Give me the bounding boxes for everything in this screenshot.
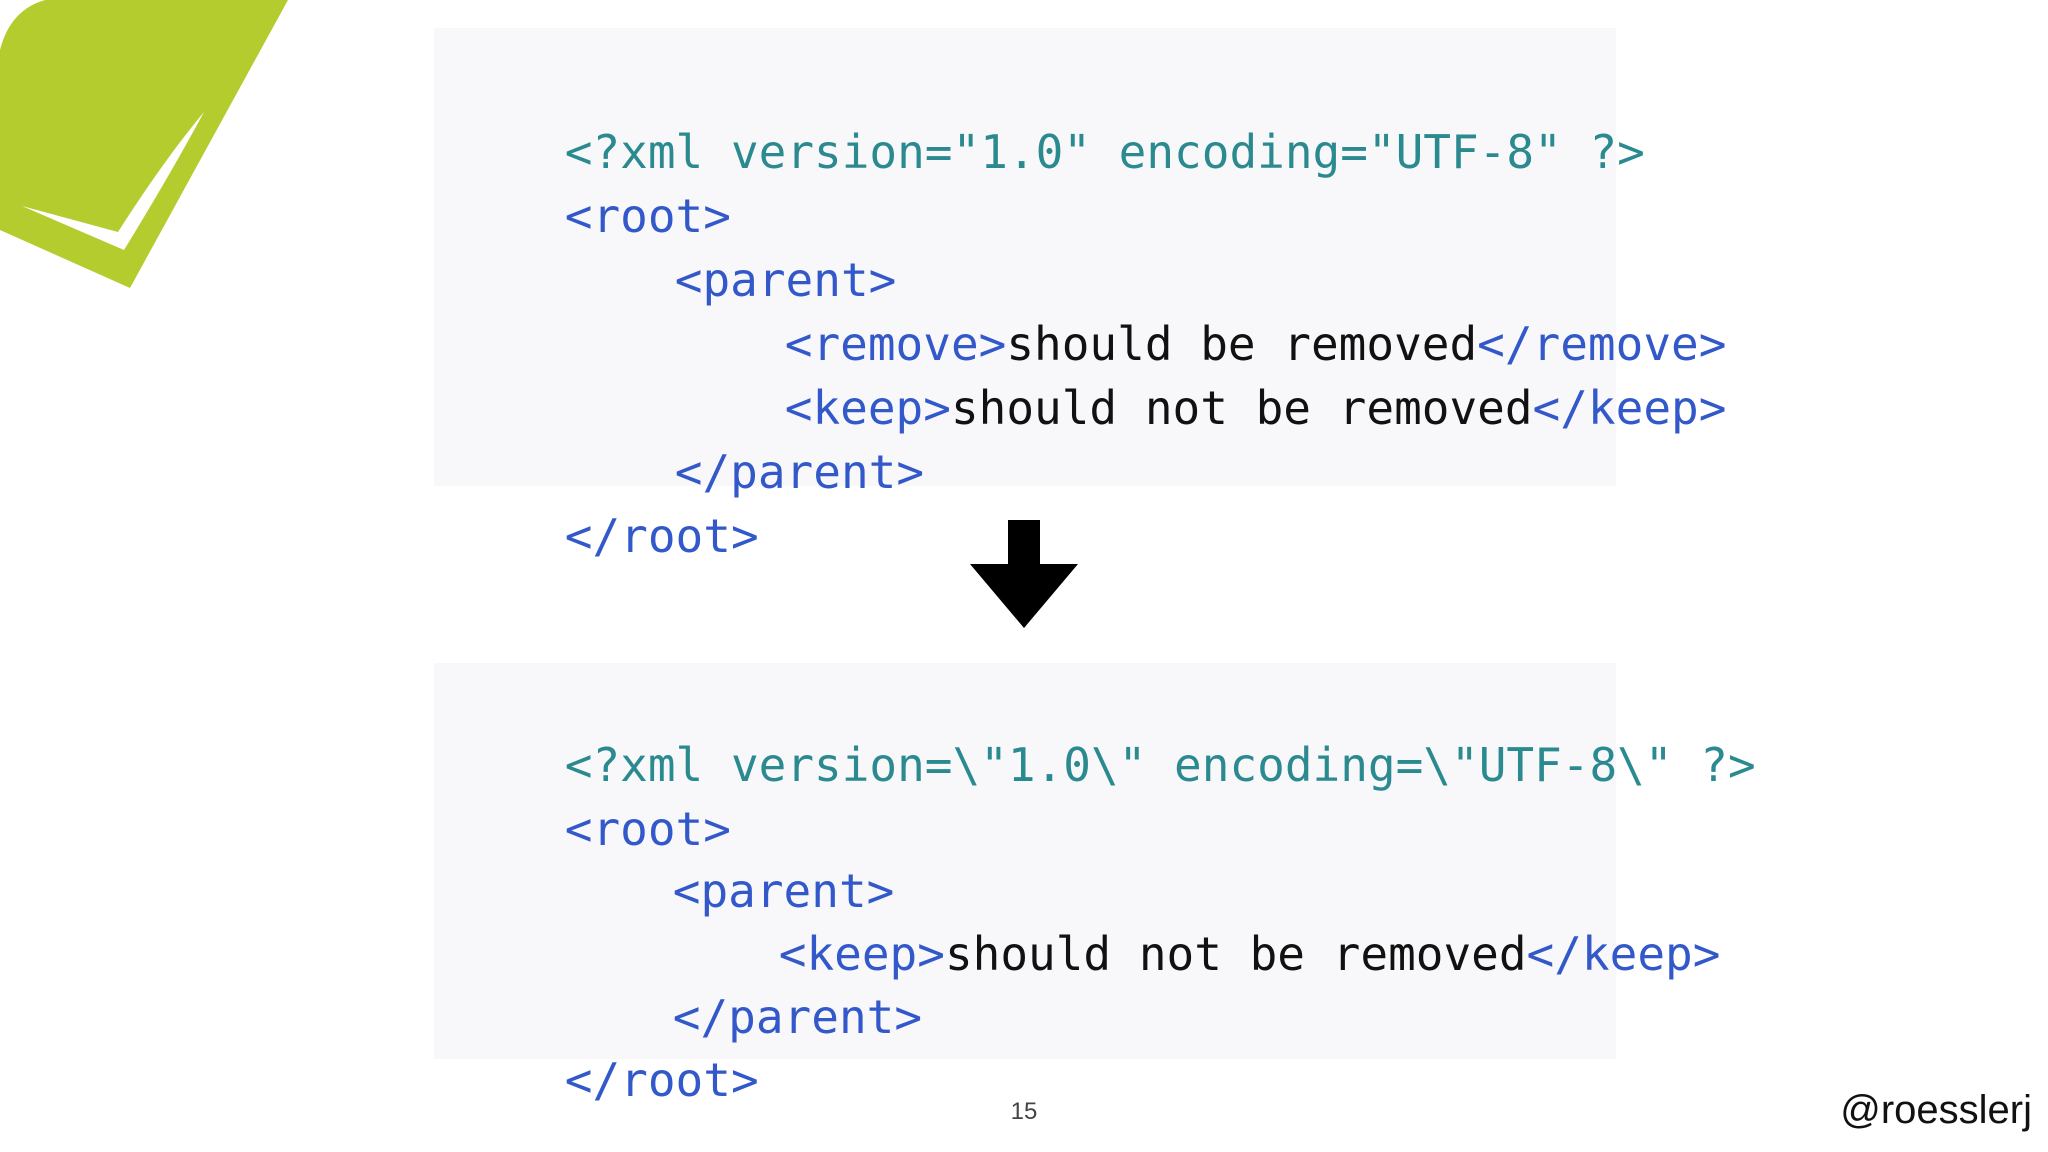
parent-close-line: </parent> bbox=[564, 376, 924, 499]
keep-open-tag: <keep> bbox=[784, 381, 951, 435]
down-arrow-icon bbox=[970, 520, 1078, 628]
remove-element-line: <remove>should be removed</remove> bbox=[674, 248, 1727, 371]
root-open-line: <root> bbox=[454, 733, 731, 856]
keep-element-line: <keep>should not be removed</keep> bbox=[668, 858, 1721, 981]
parent-open-tag: <parent> bbox=[674, 253, 897, 307]
parent-close-tag: </parent> bbox=[674, 445, 925, 499]
parent-open-tag: <parent> bbox=[672, 864, 895, 918]
author-handle: @roesslerj bbox=[1840, 1088, 2032, 1132]
root-close-tag: </root> bbox=[564, 509, 759, 563]
keep-text: should not be removed bbox=[950, 381, 1533, 435]
xml-declaration: <?xml version="1.0" encoding="UTF-8" ?> bbox=[564, 125, 1645, 179]
parent-open-line: <parent> bbox=[564, 184, 897, 307]
root-close-line: </root> bbox=[454, 440, 759, 563]
root-open-tag: <root> bbox=[564, 189, 731, 243]
keep-element-line: <keep>should not be removed</keep> bbox=[674, 312, 1727, 435]
keep-open-tag: <keep> bbox=[778, 927, 945, 981]
keep-close-tag: </keep> bbox=[1526, 927, 1721, 981]
keep-close-tag: </keep> bbox=[1532, 381, 1727, 435]
parent-close-tag: </parent> bbox=[672, 990, 923, 1044]
remove-open-tag: <remove> bbox=[784, 317, 1007, 371]
keep-text: should not be removed bbox=[944, 927, 1527, 981]
parent-close-line: </parent> bbox=[562, 921, 922, 1044]
remove-text: should be removed bbox=[1006, 317, 1478, 371]
xml-declaration-line: <?xml version="1.0" encoding="UTF-8" ?> bbox=[454, 56, 1645, 179]
root-open-tag: <root> bbox=[564, 802, 731, 856]
green-leaf-checkmark-icon bbox=[0, 0, 288, 288]
root-close-tag: </root> bbox=[564, 1053, 759, 1107]
root-open-line: <root> bbox=[454, 120, 731, 243]
escaped-xml-declaration: <?xml version=\"1.0\" encoding=\"UTF-8\"… bbox=[564, 738, 1756, 792]
remove-close-tag: </remove> bbox=[1477, 317, 1727, 371]
root-close-line: </root> bbox=[454, 984, 759, 1107]
escaped-xml-code-block: <?xml version=\"1.0\" encoding=\"UTF-8\"… bbox=[434, 663, 1756, 1107]
parent-open-line: <parent> bbox=[562, 795, 895, 918]
escaped-xml-declaration-line: <?xml version=\"1.0\" encoding=\"UTF-8\"… bbox=[454, 669, 1756, 792]
original-xml-code-block: <?xml version="1.0" encoding="UTF-8" ?> … bbox=[434, 28, 1726, 563]
page-number: 15 bbox=[1010, 1098, 1038, 1125]
